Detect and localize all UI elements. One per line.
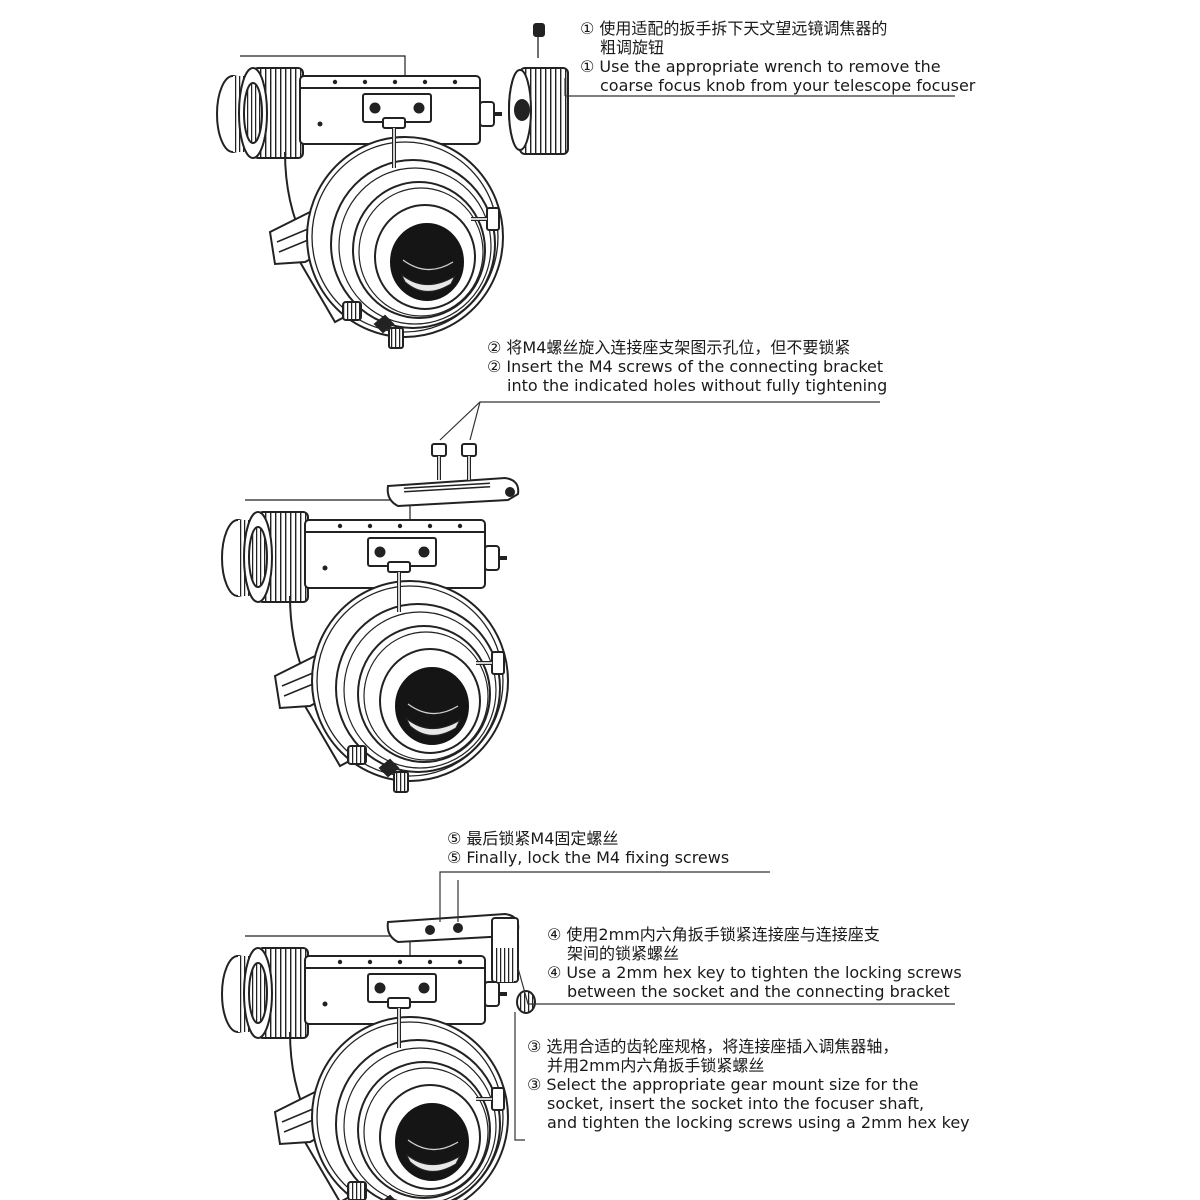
caption-step3: ③ 选用合适的齿轮座规格，将连接座插入调焦器轴， 并用2mm内六角扳手锁紧螺丝 … [527, 1037, 970, 1132]
caption-step2-zh-1: ② 将M4螺丝旋入连接座支架图示孔位，但不要锁紧 [487, 338, 851, 357]
caption-step1-zh-2: 粗调旋钮 [600, 38, 665, 57]
caption-step2: ② 将M4螺丝旋入连接座支架图示孔位，但不要锁紧 ② Insert the M4… [487, 338, 887, 395]
caption-step1-en-2: coarse focus knob from your telescope fo… [600, 76, 976, 95]
caption-step4-en-2: between the socket and the connecting br… [567, 982, 950, 1001]
caption-step1: ① 使用适配的扳手拆下天文望远镜调焦器的 粗调旋钮 ① Use the appr… [580, 19, 975, 95]
caption-step3-en-3: and tighten the locking screws using a 2… [547, 1113, 970, 1132]
focuser-illustration-step2 [220, 401, 880, 794]
caption-step3-zh-2: 并用2mm内六角扳手锁紧螺丝 [547, 1056, 765, 1075]
caption-step4-en-1: ④ Use a 2mm hex key to tighten the locki… [547, 963, 962, 982]
caption-step4-zh-1: ④ 使用2mm内六角扳手锁紧连接座与连接座支 [547, 925, 880, 944]
caption-step1-en-1: ① Use the appropriate wrench to remove t… [580, 57, 941, 76]
caption-step3-en-2: socket, insert the socket into the focus… [547, 1094, 925, 1113]
caption-step2-en-2: into the indicated holes without fully t… [507, 376, 888, 395]
focuser-illustration-step3 [220, 871, 955, 1200]
caption-step5: ⑤ 最后锁紧M4固定螺丝 ⑤ Finally, lock the M4 fixi… [447, 829, 729, 867]
caption-step4-zh-2: 架间的锁紧螺丝 [567, 944, 680, 963]
leader-lines-step1 [564, 78, 955, 97]
caption-step5-zh-1: ⑤ 最后锁紧M4固定螺丝 [447, 829, 619, 848]
caption-step3-zh-1: ③ 选用合适的齿轮座规格，将连接座插入调焦器轴， [527, 1037, 899, 1056]
caption-step4: ④ 使用2mm内六角扳手锁紧连接座与连接座支 架间的锁紧螺丝 ④ Use a 2… [547, 925, 962, 1001]
caption-step1-zh-1: ① 使用适配的扳手拆下天文望远镜调焦器的 [580, 19, 888, 38]
caption-step3-en-1: ③ Select the appropriate gear mount size… [527, 1075, 919, 1094]
caption-step2-en-1: ② Insert the M4 screws of the connecting… [487, 357, 884, 376]
caption-step5-en-1: ⑤ Finally, lock the M4 fixing screws [447, 848, 730, 867]
focuser-illustration-step1 [215, 23, 569, 350]
